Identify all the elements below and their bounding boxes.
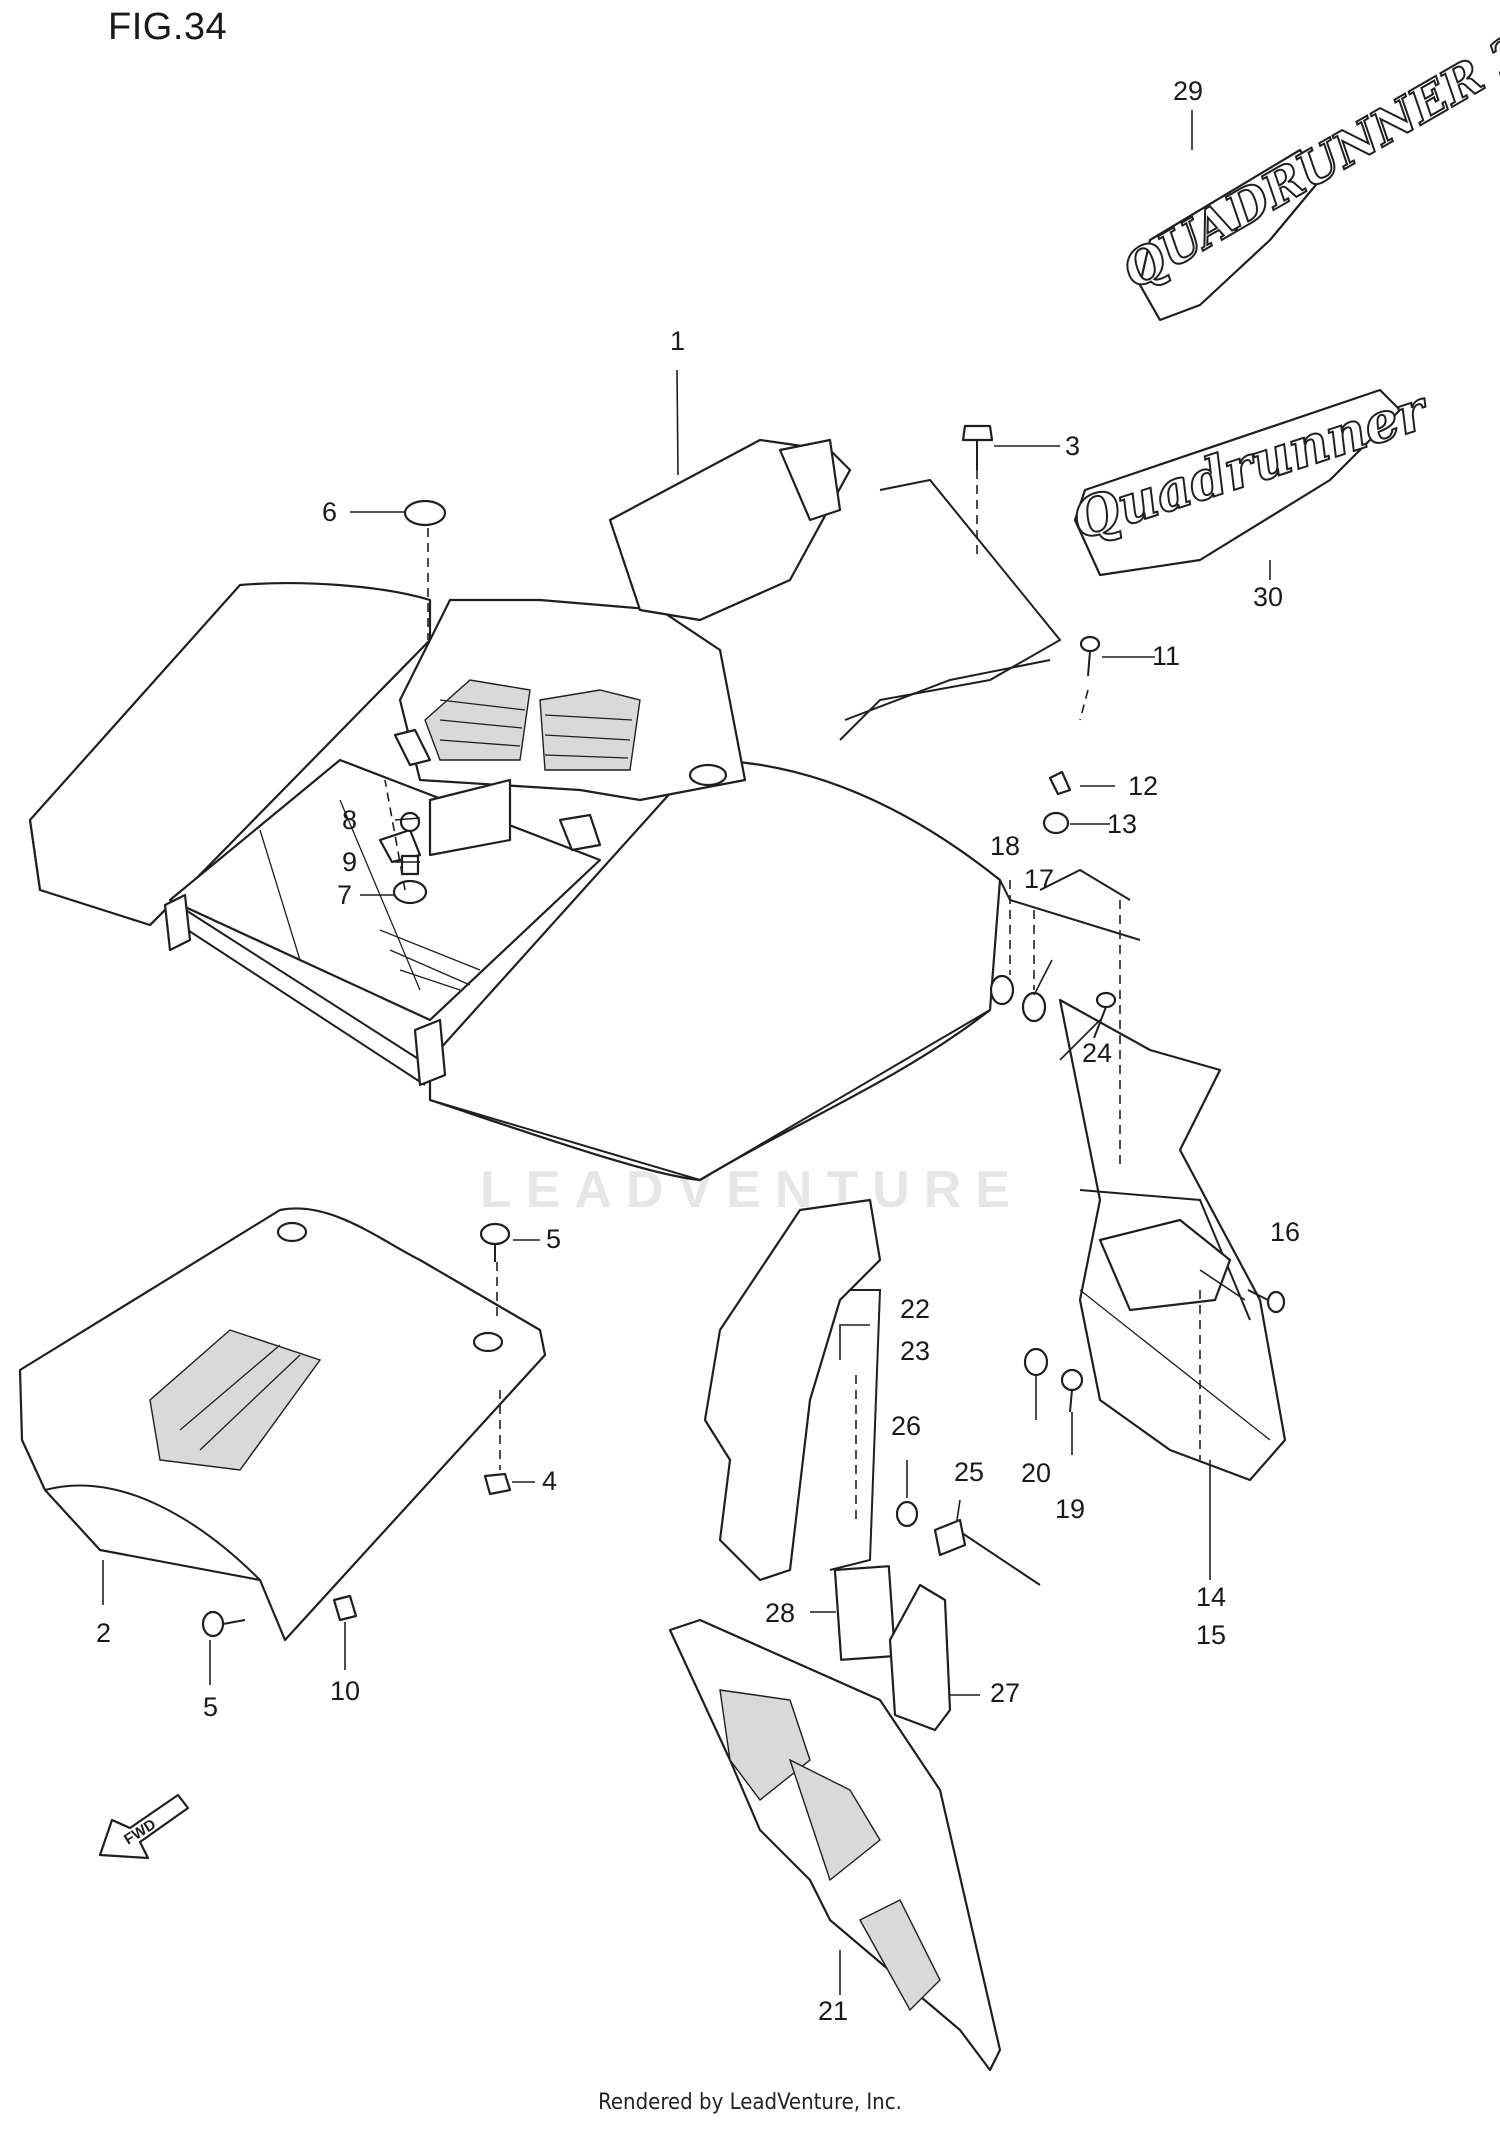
washer-part-20 — [1023, 1347, 1049, 1377]
fig-title: FIG.34 — [108, 6, 228, 48]
leader-lines — [102, 110, 1271, 1995]
decal-part-29: QUADRUNNER 250 — [1112, 0, 1500, 322]
callout-27: 27 — [990, 1678, 1021, 1708]
callout-13: 13 — [1107, 809, 1138, 839]
screw-part-24 — [1093, 991, 1117, 1039]
callout-7: 7 — [337, 880, 353, 910]
bracket-part-27 — [888, 1583, 952, 1732]
lower-plate-part-21 — [668, 1618, 1002, 2072]
watermark-text: LEADVENTURE — [480, 1161, 1025, 1219]
callout-15: 15 — [1196, 1620, 1227, 1650]
callout-28: 28 — [765, 1598, 796, 1628]
callout-23: 23 — [900, 1336, 931, 1366]
grommet-part-6 — [403, 499, 447, 527]
callout-17: 17 — [1024, 864, 1055, 894]
callout-4: 4 — [542, 1466, 558, 1496]
washer-part-26 — [895, 1500, 919, 1528]
callout-14: 14 — [1196, 1582, 1227, 1612]
washer-part-17 — [1021, 991, 1047, 1023]
callout-20: 20 — [1021, 1458, 1052, 1488]
callout-18: 18 — [990, 831, 1021, 861]
callout-8: 8 — [342, 805, 358, 835]
callout-30: 30 — [1253, 582, 1284, 612]
callout-5b: 5 — [203, 1692, 219, 1722]
side-cover-part-22-23 — [703, 1198, 882, 1582]
callout-3: 3 — [1065, 431, 1081, 461]
callout-10: 10 — [330, 1676, 361, 1706]
svg-text:QUADRUNNER 250: QUADRUNNER 250 — [1113, 0, 1500, 300]
callout-24: 24 — [1082, 1038, 1113, 1068]
bolt-part-3 — [961, 424, 994, 470]
rivet-part-25 — [933, 1518, 1041, 1586]
callout-25: 25 — [954, 1457, 985, 1487]
callout-2: 2 — [96, 1618, 112, 1648]
screw-part-5-top — [479, 1222, 511, 1262]
callout-12: 12 — [1128, 771, 1159, 801]
mud-guard-part-14-15 — [1058, 998, 1287, 1482]
screw-part-5-bottom — [201, 1610, 246, 1638]
washer-part-18 — [989, 974, 1015, 1006]
callout-19: 19 — [1055, 1494, 1086, 1524]
callout-9: 9 — [342, 847, 358, 877]
decal-part-30: Quadrunner — [1063, 376, 1438, 577]
clip-part-12 — [1048, 770, 1072, 796]
front-cover-part-2 — [18, 1207, 547, 1642]
clip-part-10 — [332, 1594, 358, 1622]
callout-26: 26 — [891, 1411, 922, 1441]
callout-5a: 5 — [546, 1224, 562, 1254]
callout-22: 22 — [900, 1294, 931, 1324]
fwd-arrow-icon: FWD — [98, 1793, 190, 1860]
callout-29: 29 — [1173, 76, 1204, 106]
screw-part-19 — [1060, 1368, 1084, 1413]
callout-16: 16 — [1270, 1217, 1301, 1247]
clip-part-4 — [483, 1472, 512, 1496]
screw-part-16 — [1247, 1289, 1286, 1314]
callout-11: 11 — [1152, 641, 1181, 671]
front-fender-part-1 — [28, 438, 1141, 1182]
screw-part-11 — [1079, 635, 1101, 677]
callout-1: 1 — [670, 326, 686, 356]
pad-part-28 — [833, 1565, 897, 1661]
fasteners-parts-7-8-9 — [392, 811, 428, 905]
footer-credit: Rendered by LeadVenture, Inc. — [598, 2090, 902, 2115]
callout-6: 6 — [322, 497, 338, 527]
callout-21: 21 — [818, 1996, 849, 2026]
nut-part-13 — [1042, 811, 1070, 835]
